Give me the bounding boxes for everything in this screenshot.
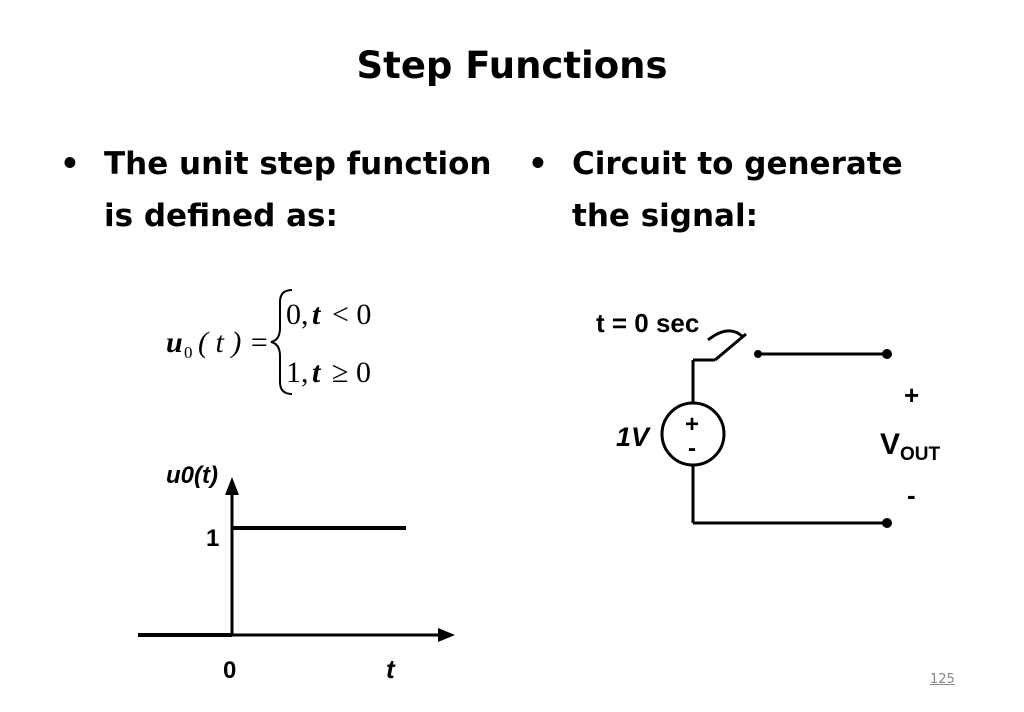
case2-var: t	[312, 356, 322, 389]
bullet-text-line2: is defined as:	[104, 198, 338, 234]
bullet-text-line2: the signal:	[572, 198, 758, 234]
right-bullet: • Circuit to generate the signal:	[528, 138, 968, 242]
y-axis-arrow-icon	[225, 477, 239, 495]
case1-value: 0,	[286, 298, 309, 331]
bullet-text-line1: The unit step function	[104, 146, 492, 182]
output-label: VOUT	[880, 428, 941, 465]
bullet-text-line1: Circuit to generate	[572, 146, 903, 182]
source-minus: -	[688, 435, 696, 462]
curly-brace	[270, 289, 293, 395]
switch-pointer	[707, 329, 743, 342]
case1-var: t	[312, 298, 322, 331]
case1-condition: < 0	[332, 298, 371, 331]
x-axis-label: t	[386, 654, 396, 684]
y-axis-label: u0(t)	[166, 462, 218, 489]
bullet-marker: •	[60, 146, 80, 182]
case2-value: 1,	[286, 356, 309, 389]
x-axis-arrow-icon	[438, 628, 455, 642]
terminal-bottom	[882, 518, 892, 528]
output-subscript: OUT	[900, 444, 941, 465]
output-minus: -	[907, 480, 916, 510]
page-number: 125	[930, 672, 955, 687]
equation-lhs-sub: 0	[184, 343, 193, 362]
equation-lhs-var: u	[166, 326, 183, 359]
slide-title: Step Functions	[356, 44, 668, 87]
case2-condition: ≥ 0	[332, 356, 371, 389]
source-label: 1V	[616, 422, 651, 452]
source-plus: +	[685, 411, 699, 438]
circuit-diagram: t = 0 sec + - 1V + VOUT -	[596, 308, 941, 528]
switch-blade	[714, 332, 747, 362]
unit-step-equation: u 0 ( t ) = 0, t < 0 1, t ≥ 0	[166, 289, 371, 395]
y-tick-label: 1	[206, 525, 219, 552]
switch-label: t = 0 sec	[596, 308, 699, 338]
equation-lhs-arg: ( t ) =	[198, 326, 269, 359]
output-plus: +	[904, 380, 919, 410]
output-v: V	[880, 428, 900, 461]
step-function-graph: u0(t) 1 0 t	[138, 462, 455, 684]
bullet-marker: •	[528, 146, 548, 182]
x-tick-label: 0	[223, 657, 236, 684]
left-bullet: • The unit step function is defined as:	[60, 138, 510, 242]
terminal-top	[882, 349, 892, 359]
